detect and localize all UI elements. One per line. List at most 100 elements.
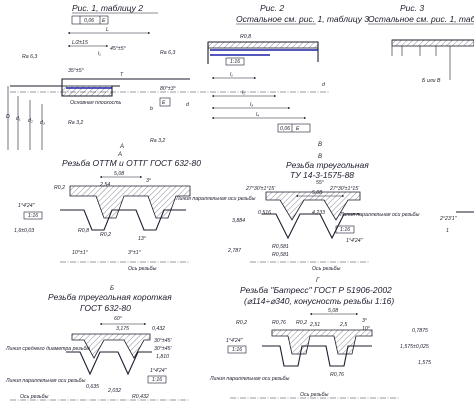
- svg-text:R0,76: R0,76: [272, 320, 286, 326]
- svg-text:35°±5°: 35°±5°: [68, 68, 84, 74]
- svg-text:Линия параллельная оси резьбы: Линия параллельная оси резьбы: [339, 212, 420, 218]
- thread-G-subtitle: (⌀114÷⌀340, конусность резьбы 1:16): [244, 296, 394, 306]
- svg-text:Линия параллельная оси резьбы: Линия параллельная оси резьбы: [175, 196, 256, 202]
- thread-G-title: Резьба "Батресс" ГОСТ Р 51906-2002: [240, 285, 392, 295]
- svg-text:3,884: 3,884: [232, 218, 245, 224]
- svg-text:1:16: 1:16: [230, 59, 240, 65]
- svg-text:R0,8: R0,8: [240, 34, 251, 40]
- svg-text:R0,76: R0,76: [330, 372, 344, 378]
- svg-text:T: T: [120, 72, 124, 78]
- svg-text:1°4'24": 1°4'24": [346, 238, 364, 244]
- svg-text:Б: Б: [110, 286, 114, 292]
- thread-B-title: Резьба треугольная: [286, 160, 369, 170]
- svg-text:Е: Е: [162, 100, 166, 106]
- svg-text:R0,2: R0,2: [296, 320, 307, 326]
- svg-text:1°4'24": 1°4'24": [226, 338, 244, 344]
- svg-text:Е: Е: [296, 126, 300, 132]
- svg-text:Ra 6,3: Ra 6,3: [22, 54, 37, 60]
- svg-text:d: d: [322, 82, 326, 88]
- svg-text:Ось резьбы: Ось резьбы: [20, 394, 49, 400]
- svg-text:d₃: d₃: [40, 120, 45, 126]
- thread-B-standard: ТУ 14-3-1575-88: [290, 170, 354, 180]
- svg-text:L: L: [106, 27, 109, 33]
- thread-profile-A: А Резьба ОТТМ и ОТТГ ГОСТ 632-80 5,08 R0…: [14, 152, 256, 272]
- svg-text:1,810: 1,810: [156, 354, 169, 360]
- svg-text:30°±45': 30°±45': [154, 338, 172, 344]
- svg-text:l₂: l₂: [242, 90, 245, 96]
- svg-text:Ra 6,3: Ra 6,3: [160, 50, 175, 56]
- svg-text:Линия параллельная оси резьбы: Линия параллельная оси резьбы: [5, 378, 86, 384]
- thread-profile-B2: Б Резьба треугольная короткая ГОСТ 632-8…: [5, 286, 190, 401]
- svg-text:55°: 55°: [316, 180, 324, 186]
- svg-text:Линия параллельная оси резьбы: Линия параллельная оси резьбы: [209, 376, 290, 382]
- svg-text:0,516: 0,516: [258, 210, 271, 216]
- svg-text:Г: Г: [316, 278, 320, 284]
- svg-text:45°±5°: 45°±5°: [110, 46, 126, 52]
- svg-text:2°23'1": 2°23'1": [439, 216, 458, 222]
- svg-text:4,233: 4,233: [312, 210, 325, 216]
- svg-text:1,6±0,03: 1,6±0,03: [14, 228, 34, 234]
- svg-text:l₃: l₃: [250, 102, 253, 108]
- svg-text:3°±1°: 3°±1°: [128, 250, 141, 256]
- svg-text:R0,8: R0,8: [78, 228, 89, 234]
- svg-text:1:16: 1:16: [340, 227, 350, 233]
- svg-text:80°±3°: 80°±3°: [160, 86, 176, 92]
- svg-text:Б или В: Б или В: [422, 78, 441, 84]
- svg-text:А: А: [117, 152, 122, 158]
- svg-text:R0,2: R0,2: [236, 320, 247, 326]
- figure-1: Рис. 1, таблицу 2 0,06 Е L L/2±15 l₁ Ra …: [6, 3, 200, 150]
- svg-text:В: В: [318, 142, 322, 148]
- svg-text:1°4'24": 1°4'24": [150, 368, 168, 374]
- svg-text:Ось резьбы: Ось резьбы: [128, 266, 157, 272]
- svg-text:R0,2: R0,2: [100, 232, 111, 238]
- svg-text:27°30'±1°15': 27°30'±1°15': [329, 186, 360, 192]
- svg-text:Ось резьбы: Ось резьбы: [312, 266, 341, 272]
- svg-text:27°30'±1°15': 27°30'±1°15': [245, 186, 276, 192]
- svg-text:0,06: 0,06: [280, 126, 290, 132]
- svg-text:Основная плоскость: Основная плоскость: [70, 100, 122, 106]
- svg-text:Е: Е: [102, 18, 106, 24]
- svg-text:5,08: 5,08: [328, 308, 338, 314]
- svg-text:2,51: 2,51: [309, 322, 320, 328]
- svg-text:1,575: 1,575: [418, 360, 431, 366]
- svg-text:2,787: 2,787: [227, 248, 242, 254]
- figure-1-caption: Рис. 1, таблицу 2: [72, 3, 143, 13]
- svg-text:0,432: 0,432: [152, 326, 165, 332]
- svg-text:1:16: 1:16: [152, 377, 162, 383]
- figure-3-caption: Рис. 3: [400, 3, 424, 13]
- figure-2: Рис. 2 Остальное см. рис. 1, таблицу 3 R…: [200, 3, 369, 148]
- svg-text:3°: 3°: [146, 178, 151, 184]
- thread-A-title: Резьба ОТТМ и ОТТГ ГОСТ 632-80: [62, 158, 201, 168]
- svg-text:l₄: l₄: [256, 112, 259, 118]
- svg-text:10°: 10°: [362, 326, 370, 332]
- svg-text:2,032: 2,032: [107, 388, 121, 394]
- svg-text:1,575±0,025: 1,575±0,025: [400, 344, 429, 350]
- svg-text:30°±45': 30°±45': [154, 346, 172, 352]
- svg-text:R0,432: R0,432: [132, 394, 149, 400]
- thread-profile-G: Г Резьба "Батресс" ГОСТ Р 51906-2002 (⌀1…: [209, 278, 431, 399]
- svg-text:Ra 3,2: Ra 3,2: [150, 138, 165, 144]
- svg-text:l₁: l₁: [230, 72, 233, 78]
- figure-2-caption: Рис. 2: [260, 3, 284, 13]
- svg-text:R0,581: R0,581: [272, 252, 289, 258]
- svg-text:1: 1: [446, 228, 449, 234]
- svg-text:1°4'24": 1°4'24": [18, 203, 36, 209]
- figure-2-subcaption: Остальное см. рис. 1, таблицу 3: [236, 14, 369, 24]
- svg-text:Линия среднего диаметра резьбы: Линия среднего диаметра резьбы: [5, 346, 90, 352]
- figure-3: Рис. 3 Остальное см. рис. 1, таблицу 3 Б…: [368, 3, 474, 84]
- svg-text:1:16: 1:16: [28, 213, 38, 219]
- svg-text:R0,2: R0,2: [54, 185, 65, 191]
- svg-text:2,54: 2,54: [99, 182, 110, 188]
- svg-text:3°: 3°: [362, 318, 367, 324]
- tolerance-frame-fig1: 0,06 Е: [71, 15, 109, 25]
- svg-text:0,635: 0,635: [86, 384, 99, 390]
- svg-text:2,5: 2,5: [339, 322, 347, 328]
- svg-text:А: А: [119, 144, 124, 150]
- svg-text:l₁: l₁: [98, 51, 101, 57]
- svg-text:d₁: d₁: [16, 116, 21, 122]
- svg-text:Ra 3,2: Ra 3,2: [68, 120, 83, 126]
- svg-text:d₂: d₂: [28, 118, 33, 124]
- svg-text:Ось резьбы: Ось резьбы: [300, 392, 329, 398]
- figure-3-subcaption: Остальное см. рис. 1, таблицу 3: [368, 14, 474, 24]
